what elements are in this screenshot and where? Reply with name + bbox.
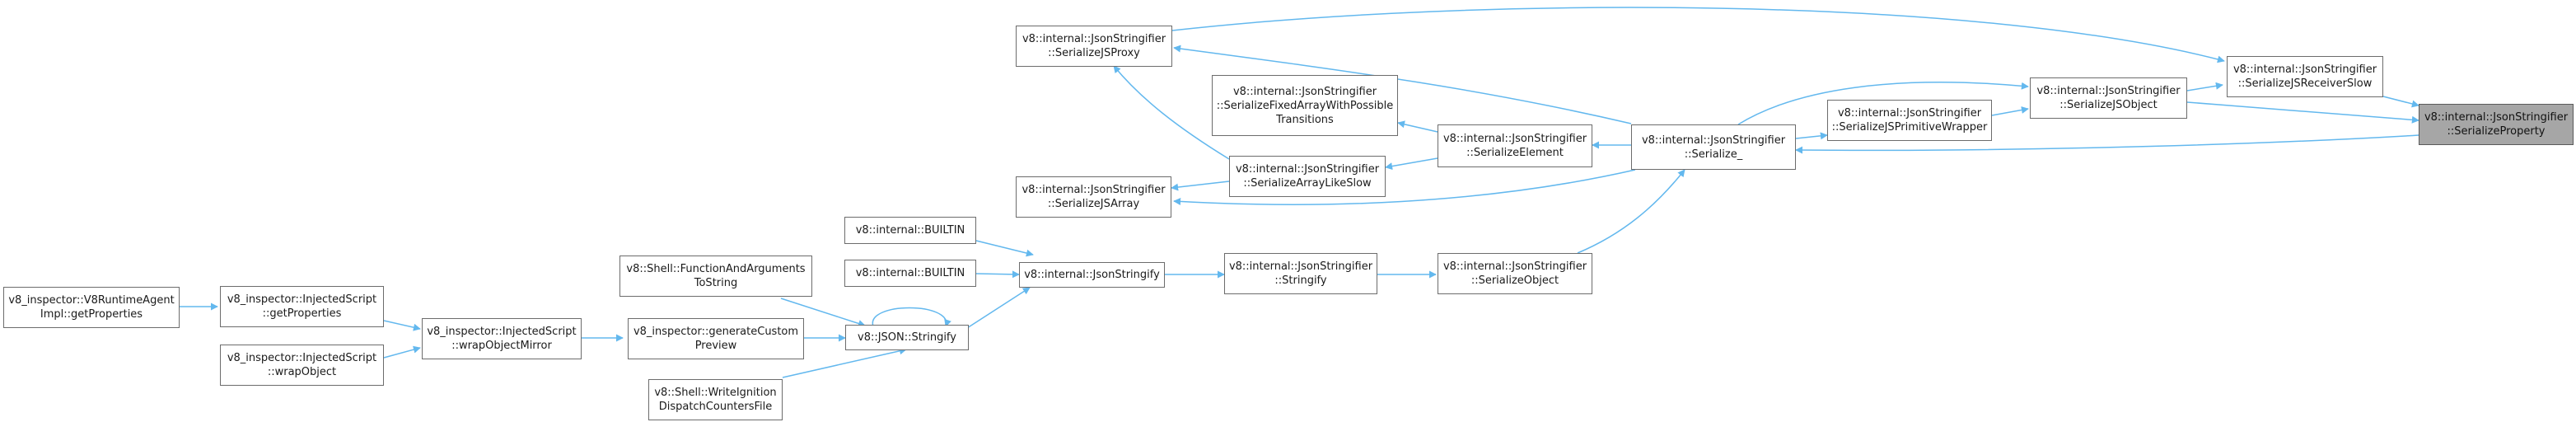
node-label-line: v8::internal::JsonStringifier — [1228, 260, 1373, 273]
node-label-line: v8::internal::JsonStringifier — [1022, 33, 1166, 45]
node-label-line: Transitions — [1276, 113, 1334, 126]
node-serialize-fixed-array-with-possible-transitions[interactable]: v8::internal::JsonStringifier::Serialize… — [1212, 75, 1398, 136]
edge-getproperties-to-wrapobjectmirror — [383, 320, 421, 331]
node-stringify-internal[interactable]: v8::internal::JsonStringifier::Stringify — [1224, 253, 1377, 294]
node-label-line: v8::internal::JsonStringifier — [1442, 260, 1587, 273]
edge-functionandarguments-to-api — [780, 298, 866, 327]
edge-element-to-arraylikeslow — [1385, 157, 1438, 171]
node-label-line: ::SerializeJSReceiverSlow — [2237, 77, 2373, 90]
node-injected-script-wrap-object[interactable]: v8_inspector::InjectedScript::wrapObject — [220, 345, 384, 386]
node-serialize[interactable]: v8::internal::JsonStringifier::Serialize… — [1631, 124, 1796, 170]
edge-jsobject-to-property — [2186, 101, 2419, 124]
edge-wrapobject-to-wrapobjectmirror — [383, 345, 421, 359]
node-label-line: v8::internal::BUILTIN — [855, 267, 965, 279]
edge-arraylikeslow-to-jsproxy — [1113, 65, 1230, 160]
node-label-line: ::SerializeElement — [1466, 147, 1564, 159]
node-label-line: Impl::getProperties — [40, 308, 143, 321]
node-label-line: v8::JSON::Stringify — [858, 331, 956, 344]
node-label-line: ::wrapObject — [267, 366, 337, 378]
node-builtin-2[interactable]: v8::internal::BUILTIN — [844, 260, 976, 287]
node-label-line: v8::internal::JsonStringifier — [1641, 134, 1786, 147]
node-label-line: ::SerializeProperty — [2447, 125, 2546, 138]
node-label-line: v8::Shell::WriteIgnition — [654, 387, 777, 399]
edge-serialize-to-jsarray — [1173, 169, 1636, 205]
node-wrap-object-mirror[interactable]: v8_inspector::InjectedScript::wrapObject… — [422, 318, 582, 359]
node-label-line: v8::internal::JsonStringifier — [1235, 163, 1380, 176]
edge-serialize-to-jsobject — [1737, 82, 2029, 125]
node-label-line: v8::internal::JsonStringifier — [1837, 107, 1982, 120]
node-label-line: ::SerializeJSProxy — [1048, 47, 1140, 59]
edge-element-to-fixedarray — [1397, 120, 1438, 133]
node-label-line: v8_inspector::V8RuntimeAgent — [8, 294, 175, 307]
node-label-line: Preview — [694, 340, 737, 352]
edge-serialize-to-jsproxy — [1173, 45, 1632, 124]
edge-jsobject-to-receiverslow — [2186, 82, 2223, 91]
node-label-line: ::SerializeJSObject — [2059, 99, 2158, 111]
node-label-line: ::SerializeArrayLikeSlow — [1243, 177, 1372, 190]
node-label-line: v8::internal::JsonStringifier — [2424, 111, 2569, 124]
node-json-stringify-internal[interactable]: v8::internal::JsonStringify — [1019, 262, 1165, 288]
node-label-line: ::wrapObjectMirror — [451, 340, 552, 352]
edge-receiverslow-to-property — [2382, 96, 2419, 108]
node-label-line: ::Stringify — [1274, 274, 1327, 287]
edge-api-stringify-to-internal — [966, 287, 1031, 329]
node-label-line: v8::Shell::FunctionAndArguments — [626, 263, 806, 275]
node-serialize-js-array[interactable]: v8::internal::JsonStringifier::Serialize… — [1016, 176, 1171, 218]
node-injected-script-get-properties[interactable]: v8_inspector::InjectedScript::getPropert… — [220, 286, 384, 327]
node-label-line: v8::internal::JsonStringifier — [1022, 184, 1166, 196]
edge-serializeobject-to-serialize — [1577, 169, 1685, 254]
node-label-line: ToString — [694, 277, 738, 289]
node-serialize-array-like-slow[interactable]: v8::internal::JsonStringifier::Serialize… — [1229, 156, 1386, 197]
node-serialize-property[interactable]: v8::internal::JsonStringifier::Serialize… — [2419, 104, 2574, 145]
node-serialize-js-receiver-slow[interactable]: v8::internal::JsonStringifier::Serialize… — [2227, 56, 2383, 97]
node-label-line: v8::internal::JsonStringifier — [2036, 85, 2181, 97]
node-serialize-js-primitive-wrapper[interactable]: v8::internal::JsonStringifier::Serialize… — [1827, 100, 1992, 141]
node-label-line: ::SerializeJSArray — [1047, 198, 1140, 210]
node-label-line: v8::internal::BUILTIN — [855, 224, 965, 237]
node-label-line: v8_inspector::generateCustom — [633, 326, 799, 338]
node-label-line: v8::internal::JsonStringify — [1024, 269, 1160, 281]
node-label-line: DispatchCountersFile — [658, 401, 773, 413]
node-serialize-js-object[interactable]: v8::internal::JsonStringifier::Serialize… — [2030, 77, 2187, 119]
edge-serialize-to-property — [1795, 134, 2419, 154]
node-label-line: v8_inspector::InjectedScript — [427, 326, 577, 338]
node-label-line: v8::internal::JsonStringifier — [1442, 133, 1587, 145]
node-serialize-object[interactable]: v8::internal::JsonStringifier::Serialize… — [1438, 253, 1592, 294]
node-label-line: v8::internal::JsonStringifier — [2232, 63, 2377, 76]
node-json-stringify-api[interactable]: v8::JSON::Stringify — [845, 325, 969, 350]
node-label-line: v8::internal::JsonStringifier — [1232, 85, 1377, 98]
edge-builtin1-to-jsonstringify — [975, 240, 1034, 257]
edge-serialize-to-primitivewrapper — [1795, 132, 1828, 140]
node-builtin-1[interactable]: v8::internal::BUILTIN — [844, 217, 976, 244]
edge-primitivewrapper-to-jsobject — [1991, 106, 2029, 116]
node-label-line: ::SerializeObject — [1470, 274, 1559, 287]
edge-jsproxy-to-receiverslow — [1171, 7, 2225, 63]
node-serialize-element[interactable]: v8::internal::JsonStringifier::Serialize… — [1438, 124, 1592, 167]
node-label-line: ::SerializeFixedArrayWithPossible — [1216, 99, 1394, 112]
node-serialize-js-proxy[interactable]: v8::internal::JsonStringifier::Serialize… — [1016, 26, 1172, 67]
node-label-line: ::SerializeJSPrimitiveWrapper — [1831, 121, 1988, 134]
edge-writeignition-to-api — [782, 347, 907, 378]
node-label-line: ::Serialize_ — [1684, 148, 1743, 161]
node-label-line: v8_inspector::InjectedScript — [227, 352, 377, 364]
edge-arraylikeslow-to-jsarray — [1171, 181, 1230, 191]
node-label-line: ::getProperties — [262, 307, 342, 320]
node-label-line: v8_inspector::InjectedScript — [227, 293, 377, 306]
edge-api-stringify-self — [872, 307, 951, 327]
